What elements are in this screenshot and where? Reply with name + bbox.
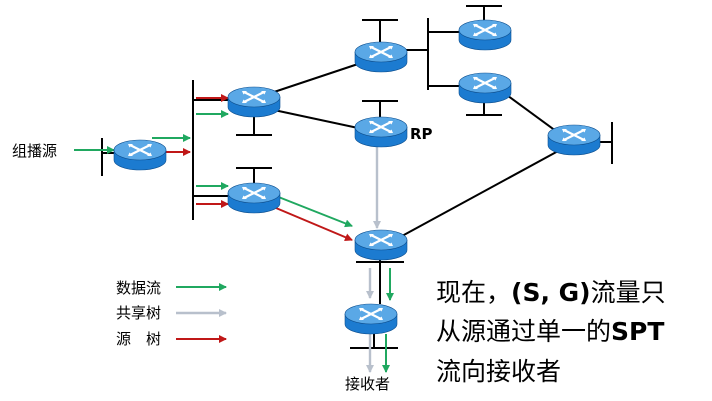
legend-label-source-tree: 源 树 (116, 330, 161, 348)
caption-line-1-part-b: (S, G) (511, 278, 591, 307)
source-label: 组播源 (12, 142, 57, 160)
caption-line-1-part-c: 流量只 (591, 278, 666, 307)
router-icon (353, 40, 409, 74)
router-icon (226, 181, 282, 215)
caption-line-2: 从源通过单一的SPT (436, 317, 664, 346)
router-icon (546, 123, 602, 157)
legend-label-shared-tree: 共享树 (116, 304, 161, 322)
caption-line-2-part-a: 从源通过单一的 (436, 317, 611, 346)
caption-line-3: 流向接收者 (436, 357, 561, 386)
caption: 现在，(S, G)流量只 从源通过单一的SPT 流向接收者 (436, 278, 666, 386)
rp-label: RP (410, 125, 433, 143)
receiver-label: 接收者 (345, 375, 390, 393)
caption-line-1-part-a: 现在， (436, 278, 511, 307)
rp-router-icon (353, 115, 409, 149)
router-icon (112, 138, 168, 172)
router-icon (226, 85, 282, 119)
links (193, 63, 561, 237)
caption-line-1: 现在，(S, G)流量只 (436, 278, 666, 307)
router-icon (353, 228, 409, 262)
data-flow-path (74, 110, 394, 373)
router-icon (457, 18, 513, 52)
caption-line-2-part-b: SPT (611, 317, 664, 346)
router-icon (457, 71, 513, 105)
receiver-router-icon (343, 302, 399, 336)
legend-label-data-flow: 数据流 (116, 279, 161, 297)
legend: 数据流 共享树 源 树 (116, 279, 227, 348)
shared-tree-path (366, 146, 381, 373)
